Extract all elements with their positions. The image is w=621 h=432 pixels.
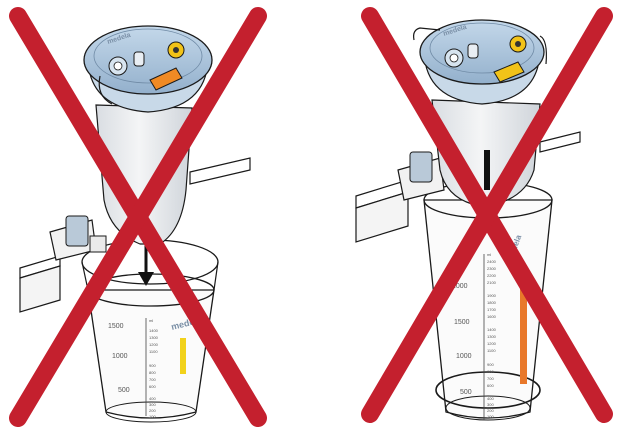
scale-tick-label: 100	[149, 414, 156, 419]
scale-tick-label: 1100	[149, 349, 158, 354]
scale-tick-label: 1900	[487, 293, 497, 298]
scale-tick-label: 1100	[487, 348, 496, 353]
scale-tick-label: ml	[487, 252, 491, 257]
scale-tick-label: 1300	[487, 334, 497, 339]
scale-tick-label: 1400	[149, 328, 159, 333]
scale-tick-label: 1600	[487, 314, 497, 319]
scale-tick-label: 2100	[487, 280, 497, 285]
scale-tick-label: 2400	[487, 259, 497, 264]
scale-tick-label: 600	[487, 383, 494, 388]
fill-level-strip-left	[180, 338, 186, 374]
scale-label: 1000	[112, 353, 128, 360]
jar-left: 1500 1000 500 ml 1400 1300 1200 1100 900…	[50, 105, 218, 422]
scale-tick-label: 1400	[487, 327, 497, 332]
scale-tick-label: 700	[487, 376, 494, 381]
scale-tick-label: 800	[149, 370, 156, 375]
jar-bracket-right	[398, 152, 444, 200]
scale-tick-label: 300	[487, 402, 494, 407]
scale-label: 500	[118, 387, 130, 394]
scale-tick-label: 400	[487, 396, 494, 401]
scale-tick-label: 1200	[487, 341, 497, 346]
panel-left: 1500 1000 500 ml 1400 1300 1200 1100 900…	[18, 16, 258, 422]
scale-tick-label: 800	[487, 369, 494, 374]
scale-tick-label: 900	[487, 362, 494, 367]
scale-tick-label: 600	[149, 384, 156, 389]
fill-level-strip-right	[520, 286, 527, 384]
scale-tick-label: 700	[149, 377, 156, 382]
scale-tick-label: 900	[149, 363, 156, 368]
lid-right: medela	[414, 20, 547, 104]
scale-tick-label: 1800	[487, 300, 497, 305]
lid-left: medela	[84, 26, 212, 112]
scale-tick-label: 1700	[487, 307, 497, 312]
scale-tick-label: 2300	[487, 266, 497, 271]
scale-tick-label: ml	[149, 318, 153, 323]
scale-tick-label: 100	[487, 414, 494, 419]
jar-bracket-left	[50, 216, 106, 260]
scale-tick-label: 2200	[487, 273, 497, 278]
scale-label: 1000	[456, 353, 472, 360]
scale-tick-label: 1300	[149, 335, 159, 340]
panel-right: 2000 1500 1000 500 ml 2400 2300 2200 210…	[356, 16, 604, 420]
scale-tick-label: 1200	[149, 342, 159, 347]
scale-tick-label: 400	[149, 396, 156, 401]
scale-tick-label: 300	[149, 402, 156, 407]
scale-label: 1500	[454, 319, 470, 326]
scale-label: 500	[460, 389, 472, 396]
scale-label: 1500	[108, 323, 124, 330]
scale-tick-label: 200	[487, 408, 494, 413]
scale-tick-label: 200	[149, 408, 156, 413]
